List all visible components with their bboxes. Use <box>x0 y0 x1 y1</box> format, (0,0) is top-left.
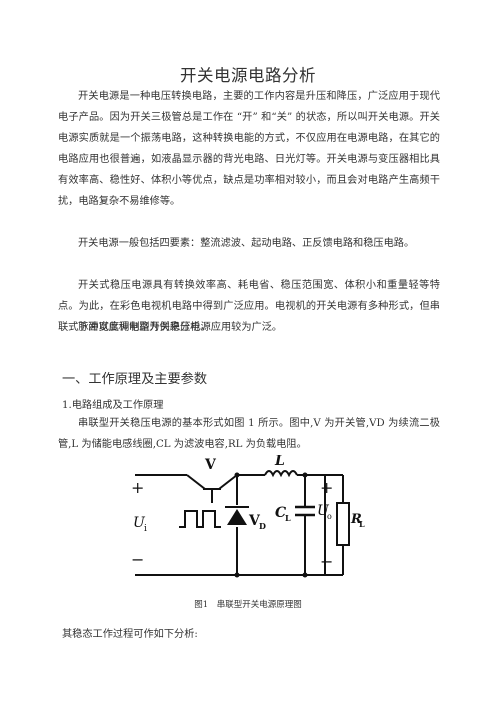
section-heading: 一、工作原理及主要参数 <box>62 372 208 387</box>
input-voltage-label: U <box>133 515 146 531</box>
switch-transistor-label: V <box>204 457 217 473</box>
diode-vd <box>225 506 249 525</box>
input-minus-label: − <box>131 550 144 569</box>
document-title: 开关电源电路分析 <box>180 66 316 85</box>
elements-paragraph: 开关电源一般包括四要素：整流滤波、起动电路、正反馈电路和稳压电路。 <box>78 238 415 249</box>
input-voltage-subscript: i <box>144 524 147 534</box>
output-voltage-label: U <box>317 503 330 519</box>
analysis-intro-paragraph: 下面以此种电路为例来分析。 <box>78 322 211 333</box>
output-plus-label: + <box>320 478 333 497</box>
closing-line: 其稳态工作过程可作如下分析: <box>62 629 198 640</box>
output-minus-label: − <box>320 552 333 571</box>
pulse-waveform <box>179 510 221 528</box>
inductor-label: L <box>274 455 285 469</box>
load-resistor-label: R <box>350 512 362 527</box>
intro-paragraph: 开关电源是一种电压转换电路，主要的工作内容是升压和降压，广泛应用于现代电子产品。… <box>58 91 440 207</box>
diode-label: V <box>248 513 261 529</box>
output-voltage-subscript: o <box>327 512 332 521</box>
load-resistor-subscript: L <box>359 519 365 529</box>
subsection-heading: 1.电路组成及工作原理 <box>62 400 164 411</box>
figure-caption: 图1 串联型开关电源原理图 <box>194 600 302 610</box>
input-plus-label: + <box>131 478 144 497</box>
capacitor-label: C <box>275 505 286 521</box>
series-switching-circuit-diagram: + − U i V L V D C L + U o R L − <box>131 455 365 578</box>
capacitor-cl <box>295 505 315 517</box>
features-paragraph: 开关式稳压电源具有转换效率高、耗电省、稳压范围宽、体积小和重量轻等特点。为此，在… <box>58 280 440 333</box>
diode-subscript: D <box>259 521 266 531</box>
capacitor-subscript: L <box>285 513 291 523</box>
circuit-description-paragraph: 串联型开关稳压电源的基本形式如图 1 所示。图中,V 为开关管,VD 为续流二极… <box>58 418 440 450</box>
